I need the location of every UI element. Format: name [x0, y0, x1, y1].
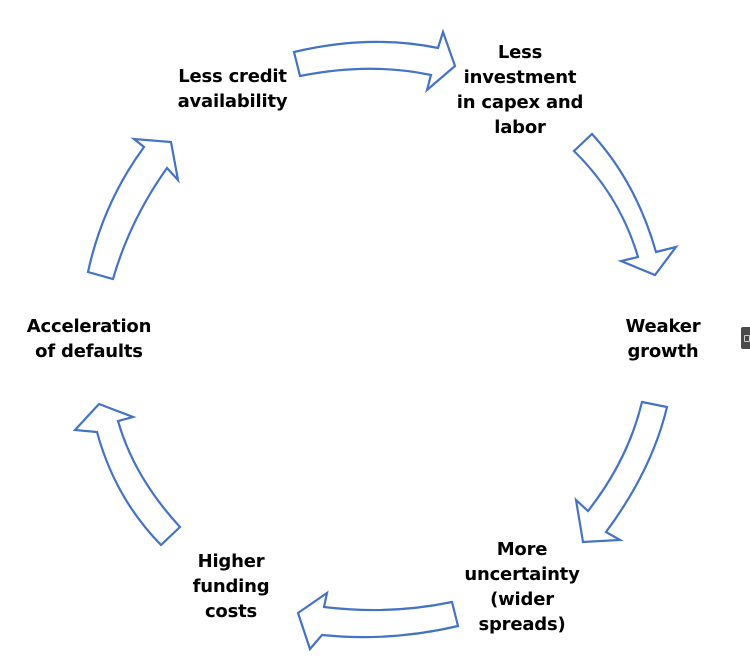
arrow-uncertainty-to-funding — [296, 590, 460, 652]
arrow-investment-to-growth — [572, 132, 679, 277]
arrow-defaults-to-credit — [86, 137, 180, 281]
node-line: of defaults — [35, 341, 143, 362]
node-line: funding — [192, 576, 270, 597]
node-line: investment — [463, 67, 577, 88]
node-weaker-growth: Weaker growth — [612, 314, 714, 364]
node-more-uncertainty: More uncertainty (wider spreads) — [460, 537, 584, 637]
node-line: Less — [497, 42, 543, 63]
node-line: Higher — [197, 551, 265, 572]
node-line: availability — [177, 91, 288, 112]
arrow-growth-to-uncertainty — [574, 400, 669, 544]
node-acceleration-of-defaults: Acceleration of defaults — [18, 314, 160, 364]
node-less-investment: Less investment in capex and labor — [450, 40, 590, 140]
node-line: in capex and — [456, 92, 584, 113]
node-line: costs — [204, 601, 258, 622]
node-line: Less credit — [178, 66, 287, 87]
node-less-credit-availability: Less credit availability — [165, 64, 300, 114]
node-line: growth — [627, 341, 699, 362]
node-higher-funding-costs: Higher funding costs — [186, 549, 276, 624]
arrow-credit-to-investment — [292, 28, 457, 94]
node-line: labor — [494, 117, 546, 138]
node-line: Weaker — [625, 316, 701, 337]
side-panel-tab-button[interactable] — [741, 327, 750, 349]
node-line: Acceleration — [26, 316, 152, 337]
node-line: More — [496, 539, 548, 560]
node-line: uncertainty — [464, 564, 580, 585]
arrow-funding-to-defaults — [72, 402, 182, 547]
node-line: spreads) — [478, 614, 566, 635]
node-line: (wider — [490, 589, 554, 610]
